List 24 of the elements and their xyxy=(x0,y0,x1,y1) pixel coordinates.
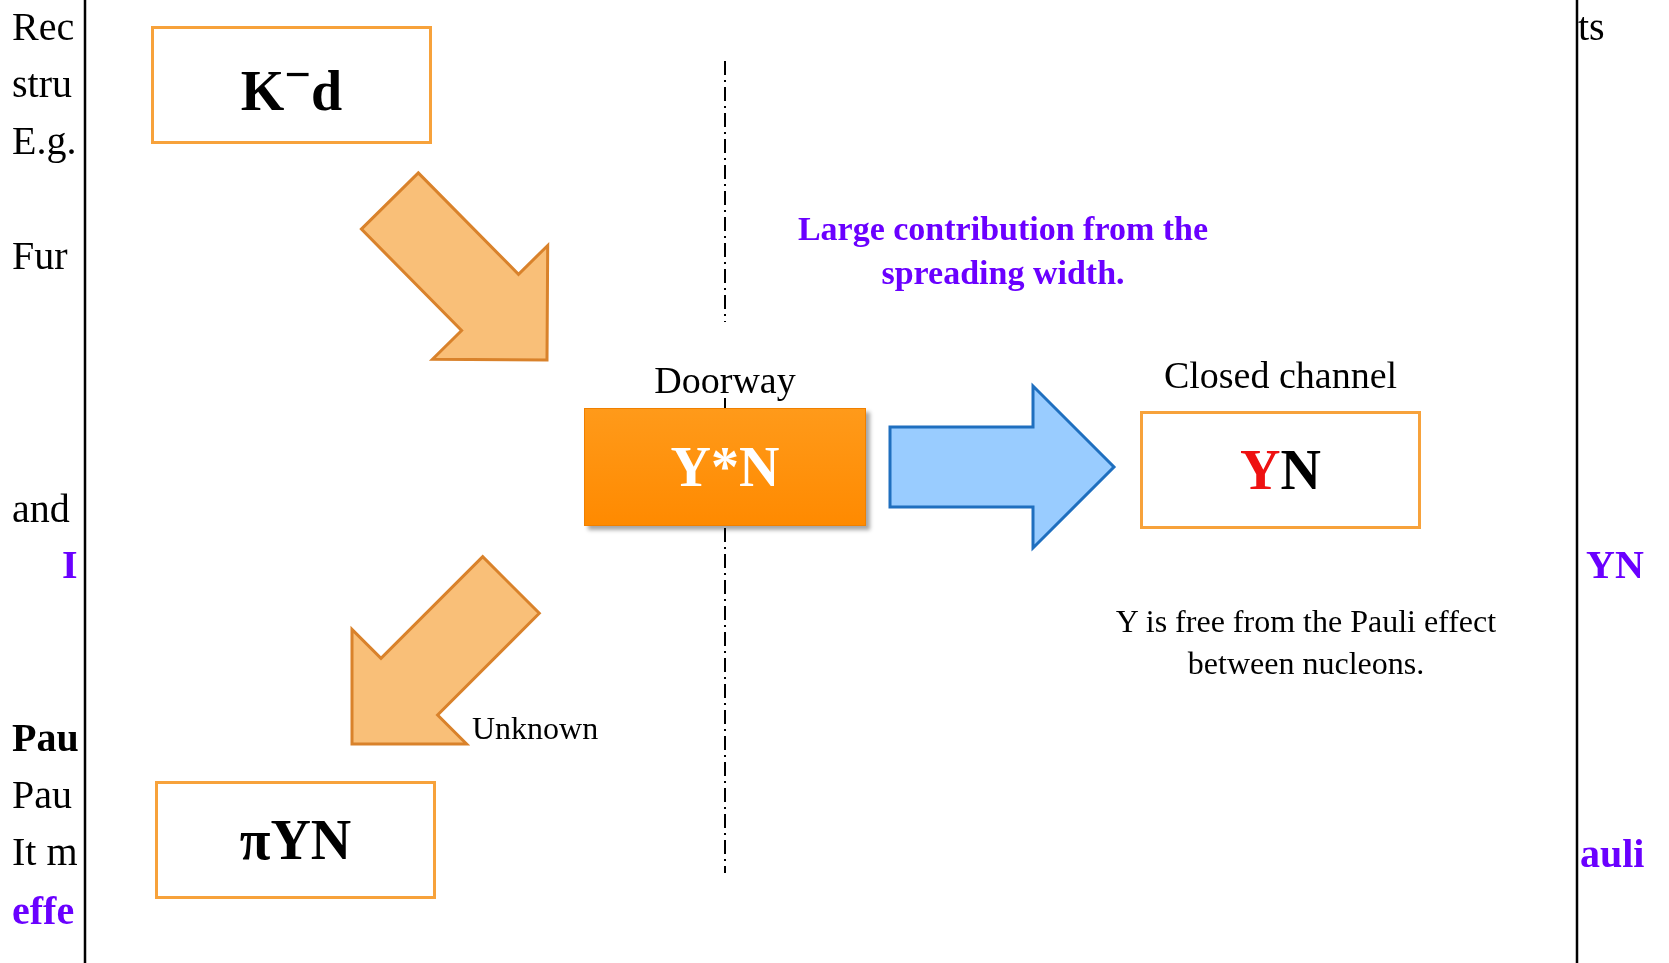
box-label: K$^{−}$d xyxy=(240,51,343,119)
background-text: I xyxy=(62,543,78,587)
block-arrow xyxy=(350,554,542,746)
annotation-text: Large contribution from the spreading width. xyxy=(796,209,1210,294)
background-text: It m xyxy=(12,830,78,874)
background-text: Fur xyxy=(12,234,68,278)
background-text: stru xyxy=(12,62,72,106)
box-label: Y*N xyxy=(670,439,780,495)
box-label: YN xyxy=(1240,442,1321,498)
background-text: Pau xyxy=(12,716,79,760)
background-text: auli xyxy=(1580,832,1645,876)
background-text: ts xyxy=(1578,5,1605,49)
background-text: effe xyxy=(12,889,75,933)
background-text: Rec xyxy=(12,5,75,49)
box-label: πYN xyxy=(239,812,352,868)
box-heading: Doorway xyxy=(653,360,797,402)
background-text: Pau xyxy=(12,773,72,817)
background-text: E.g. xyxy=(12,119,77,163)
background-text: YN xyxy=(1586,543,1644,587)
background-text: and xyxy=(12,487,70,531)
box-heading: Closed channel xyxy=(1162,355,1399,397)
note-text: Y is free from the Pauli effect between nucleons. xyxy=(1114,602,1498,683)
block-arrow xyxy=(888,382,1117,552)
block-arrow xyxy=(359,170,550,362)
